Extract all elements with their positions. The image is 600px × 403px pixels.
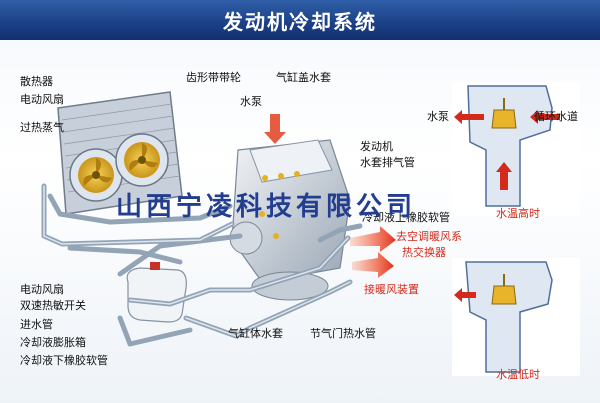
- label-ac-heater-line1: 去空调暖风系: [396, 230, 462, 243]
- label-thermostat-pump: 水泵: [427, 110, 449, 123]
- label-engine-vent-line2: 水套排气管: [360, 156, 415, 169]
- page-title: 发动机冷却系统: [223, 10, 377, 34]
- fan-left: [69, 148, 123, 202]
- label-heater-connection: 接暖风装置: [364, 283, 419, 296]
- label-coolant-lower-hose: 冷却液下橡胶软管: [20, 354, 108, 367]
- label-overheat-steam: 过热蒸气: [20, 121, 64, 134]
- label-high-temp: 水温高时: [496, 207, 540, 220]
- label-coolant-upper-hose: 冷却液上橡胶软管: [362, 211, 450, 224]
- label-expansion-tank: 冷却液膨胀箱: [20, 336, 86, 349]
- thermostat-high-temp: [452, 82, 580, 216]
- radiator: [57, 91, 183, 215]
- label-electric-fan: 电动风扇: [20, 93, 64, 106]
- label-ac-heater-line2: 热交换器: [402, 246, 446, 259]
- label-cylinder-block-jacket: 气缸体水套: [228, 327, 283, 340]
- label-inlet-pipe: 进水管: [20, 318, 53, 331]
- label-timing-belt-pulley: 齿形带带轮: [186, 71, 241, 84]
- fan-right: [115, 133, 169, 187]
- title-bar: 发动机冷却系统: [0, 0, 600, 40]
- label-water-pump: 水泵: [240, 95, 262, 108]
- thermostat-low-temp: [452, 258, 580, 376]
- company-watermark: 山西宁凌科技有限公司: [116, 192, 417, 222]
- label-engine-vent-line1: 发动机: [360, 140, 393, 153]
- engine-block: [229, 139, 351, 301]
- label-fan-switch-line1: 电动风扇: [20, 283, 64, 296]
- label-throttle-water-pipe: 节气门热水管: [310, 327, 376, 340]
- label-radiator: 散热器: [20, 75, 53, 88]
- label-cylinder-head-jacket: 气缸盖水套: [276, 71, 331, 84]
- heater-flow-arrows: [264, 114, 396, 278]
- label-circulation-channel: 循环水道: [534, 110, 578, 123]
- label-fan-switch-line2: 双速热敏开关: [20, 299, 86, 312]
- expansion-tank: [126, 262, 187, 323]
- label-low-temp: 水温低时: [496, 368, 540, 381]
